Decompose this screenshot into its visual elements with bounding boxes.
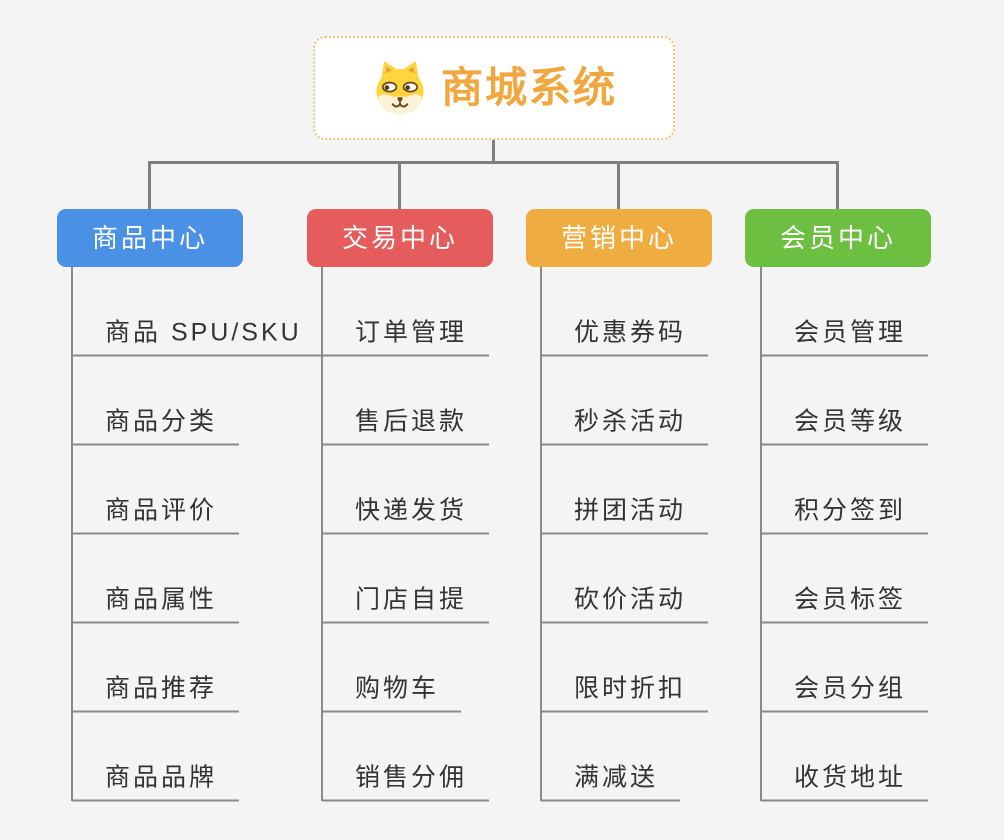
leaf-node[interactable]: 售后退款	[322, 406, 490, 445]
root-title: 商城系统	[440, 64, 617, 111]
leaf-node[interactable]: 快递发货	[322, 495, 490, 534]
connector-branch1-stub	[148, 161, 151, 211]
leaf-node[interactable]: 限时折扣	[541, 673, 709, 712]
leaf-node[interactable]: 销售分佣	[322, 762, 490, 801]
leaf-node[interactable]: 商品 SPU/SKU	[72, 317, 324, 356]
leaf-node[interactable]: 砍价活动	[541, 584, 709, 623]
leaf-node[interactable]: 收货地址	[761, 762, 929, 801]
leaf-node[interactable]: 会员管理	[761, 317, 929, 356]
shiba-dog-icon	[376, 61, 424, 115]
branch-label: 商品中心	[91, 223, 208, 253]
leaf-node[interactable]: 订单管理	[322, 317, 490, 356]
leaf-node[interactable]: 秒杀活动	[541, 406, 709, 445]
leaf-node[interactable]: 会员分组	[761, 673, 929, 712]
branch-label: 营销中心	[560, 223, 677, 253]
trunk-line-branch4	[760, 267, 762, 801]
leaf-node[interactable]: 积分签到	[761, 495, 929, 534]
leaf-node[interactable]: 购物车	[322, 673, 462, 712]
root-node[interactable]: 商城系统	[313, 36, 675, 140]
connector-horizontal-line	[148, 161, 839, 164]
trunk-line-branch1	[71, 267, 73, 801]
leaf-node[interactable]: 满减送	[541, 762, 681, 801]
connector-branch2-stub	[398, 161, 401, 211]
connector-root-stub	[492, 139, 495, 163]
leaf-node[interactable]: 商品分类	[72, 406, 240, 445]
leaf-node[interactable]: 会员等级	[761, 406, 929, 445]
leaf-node[interactable]: 会员标签	[761, 584, 929, 623]
branch-node-trade-center[interactable]: 交易中心	[307, 209, 493, 267]
leaf-node[interactable]: 优惠券码	[541, 317, 709, 356]
branch-label: 会员中心	[779, 223, 896, 253]
branch-node-member-center[interactable]: 会员中心	[745, 209, 931, 267]
leaf-node[interactable]: 拼团活动	[541, 495, 709, 534]
branch-label: 交易中心	[341, 223, 458, 253]
connector-branch3-stub	[617, 161, 620, 211]
leaf-node[interactable]: 商品属性	[72, 584, 240, 623]
leaf-node[interactable]: 商品评价	[72, 495, 240, 534]
trunk-line-branch3	[540, 267, 542, 801]
connector-branch4-stub	[836, 161, 839, 211]
leaf-node[interactable]: 门店自提	[322, 584, 490, 623]
branch-node-marketing-center[interactable]: 营销中心	[526, 209, 712, 267]
leaf-node[interactable]: 商品推荐	[72, 673, 240, 712]
branch-node-product-center[interactable]: 商品中心	[57, 209, 243, 267]
leaf-node[interactable]: 商品品牌	[72, 762, 240, 801]
trunk-line-branch2	[321, 267, 323, 801]
